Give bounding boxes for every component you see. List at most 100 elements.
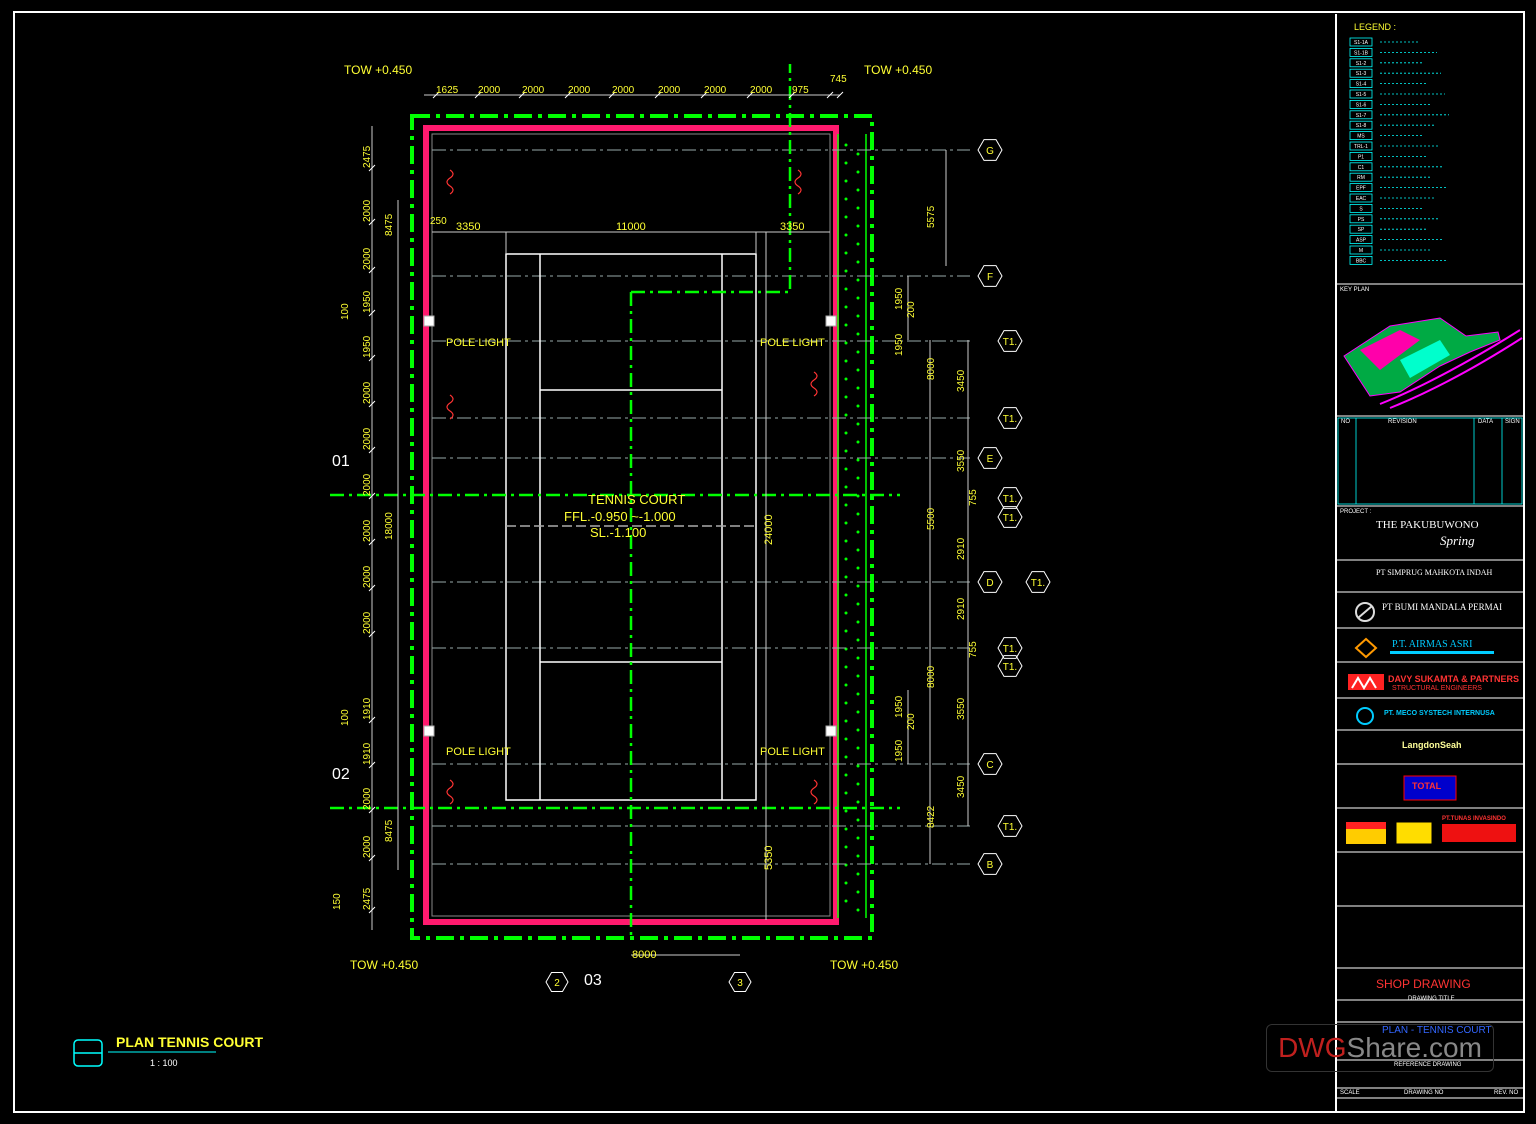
sheet-border	[13, 11, 1525, 1113]
grid-bubble-label-8: T1.	[1031, 578, 1045, 589]
dim-left-11: 1910	[362, 697, 373, 720]
dim-left-1: 2000	[362, 199, 373, 222]
dim-tick	[368, 354, 376, 362]
dim-tick	[836, 91, 844, 99]
plant-dot	[844, 305, 848, 309]
rev-no-header: REV. NO	[1494, 1090, 1519, 1096]
scale-header: SCALE	[1340, 1090, 1360, 1096]
legend-code-box	[1349, 120, 1373, 130]
dim-right-11: 755	[968, 641, 979, 658]
plant-dot	[844, 755, 848, 759]
pole-light-label-4: POLE LIGHT	[760, 746, 825, 758]
plant-dot	[856, 458, 860, 462]
dim-right-2: 200	[906, 301, 917, 318]
plant-dot	[844, 485, 848, 489]
logos	[1346, 602, 1516, 845]
dim-tick	[368, 630, 376, 638]
dim-tick	[368, 906, 376, 914]
dim-tick	[474, 91, 482, 99]
plant-dot	[856, 908, 860, 912]
plant-dot	[856, 440, 860, 444]
grid-bubble-outline	[977, 571, 1003, 593]
legend-code-14: EPF	[1356, 186, 1366, 192]
dim-right-5: 3450	[956, 369, 967, 392]
dim-tick	[368, 716, 376, 724]
plant-dot	[856, 368, 860, 372]
dim-tick	[368, 492, 376, 500]
plant-dot	[856, 206, 860, 210]
plant-dot	[856, 332, 860, 336]
dimension-lines	[371, 94, 969, 956]
plant-dot	[844, 719, 848, 723]
plant-dot	[856, 638, 860, 642]
legend-code-4: S1-4	[1356, 82, 1367, 88]
plant-dot	[844, 161, 848, 165]
plant-dot	[844, 611, 848, 615]
grid-bubble-outline	[1025, 571, 1051, 593]
dim-right-0: 5575	[926, 205, 937, 228]
grid-bubble-label-11: C	[986, 760, 993, 771]
plant-dot	[844, 881, 848, 885]
grid-bubble-outline	[545, 972, 569, 992]
legend-code-16: S	[1359, 206, 1363, 212]
plant-dot	[856, 188, 860, 192]
dim-left-14: 2000	[362, 835, 373, 858]
revision-header-sign: SIGN	[1505, 419, 1520, 425]
tow-label-tr: TOW +0.450	[864, 63, 932, 77]
structure-sub: STRUCTURAL ENGINEERS	[1392, 685, 1482, 692]
plant-dot	[856, 692, 860, 696]
legend-code-box	[1349, 235, 1373, 245]
plant-dot	[844, 179, 848, 183]
dim-tick	[368, 538, 376, 546]
legend-code-box	[1349, 100, 1373, 109]
plant-dot	[844, 629, 848, 633]
plant-dot	[844, 215, 848, 219]
legend-code-box	[1349, 151, 1373, 161]
plant-dot	[844, 827, 848, 831]
dim-right-7: 755	[968, 489, 979, 506]
drawing-title-value: PLAN - TENNIS COURT	[1382, 1025, 1492, 1036]
pole-light-label-1: POLE LIGHT	[446, 337, 511, 349]
dim-left-4: 1950	[362, 335, 373, 358]
grid-bubble-label-7: D	[986, 578, 993, 589]
legend-code-12: C1	[1358, 165, 1365, 171]
plant-dot	[844, 845, 848, 849]
grid-bubble-label-1: F	[987, 272, 993, 283]
dim-left-6: 2000	[362, 427, 373, 450]
dim-top-1: 2000	[478, 85, 501, 96]
dim-right-14: 1950	[894, 695, 905, 718]
plant-dot	[844, 467, 848, 471]
plant-dot	[844, 395, 848, 399]
legend-code-13: RM	[1357, 175, 1365, 181]
legend-code-box	[1349, 89, 1373, 99]
dim-right-1: 1950	[894, 287, 905, 310]
shop-drawing-label: SHOP DRAWING	[1376, 977, 1471, 991]
main-contractor: TOTAL	[1412, 781, 1442, 791]
plant-dot	[856, 170, 860, 174]
dim-top-0: 1625	[436, 85, 459, 96]
plant-dot	[844, 503, 848, 507]
ffl-label: FFL.-0.950 ~-1.000	[564, 509, 676, 524]
plant-dot	[856, 224, 860, 228]
dim-top-9: 745	[830, 74, 847, 85]
construction-manager: PT BUMI MANDALA PERMAI	[1382, 602, 1503, 612]
grid-bubble-outline	[997, 407, 1023, 429]
plant-dot	[844, 233, 848, 237]
plant-dot	[856, 152, 860, 156]
watermark-b: Share.com	[1346, 1032, 1482, 1063]
legend-code-21: BBC	[1356, 258, 1367, 264]
section-mark-02: 02	[332, 766, 350, 783]
grid-bubble-bottom-1: 3	[737, 978, 743, 989]
legend-code-11: P1	[1358, 154, 1364, 160]
dim-right-8: 5500	[926, 507, 937, 530]
plant-dot	[844, 287, 848, 291]
plant-dot	[856, 566, 860, 570]
grid-bubble-outline	[977, 265, 1003, 287]
dim-tick	[368, 854, 376, 862]
plant-dot	[856, 674, 860, 678]
plant-dot	[856, 476, 860, 480]
plant-dot	[856, 350, 860, 354]
dim-top-5: 2000	[658, 85, 681, 96]
